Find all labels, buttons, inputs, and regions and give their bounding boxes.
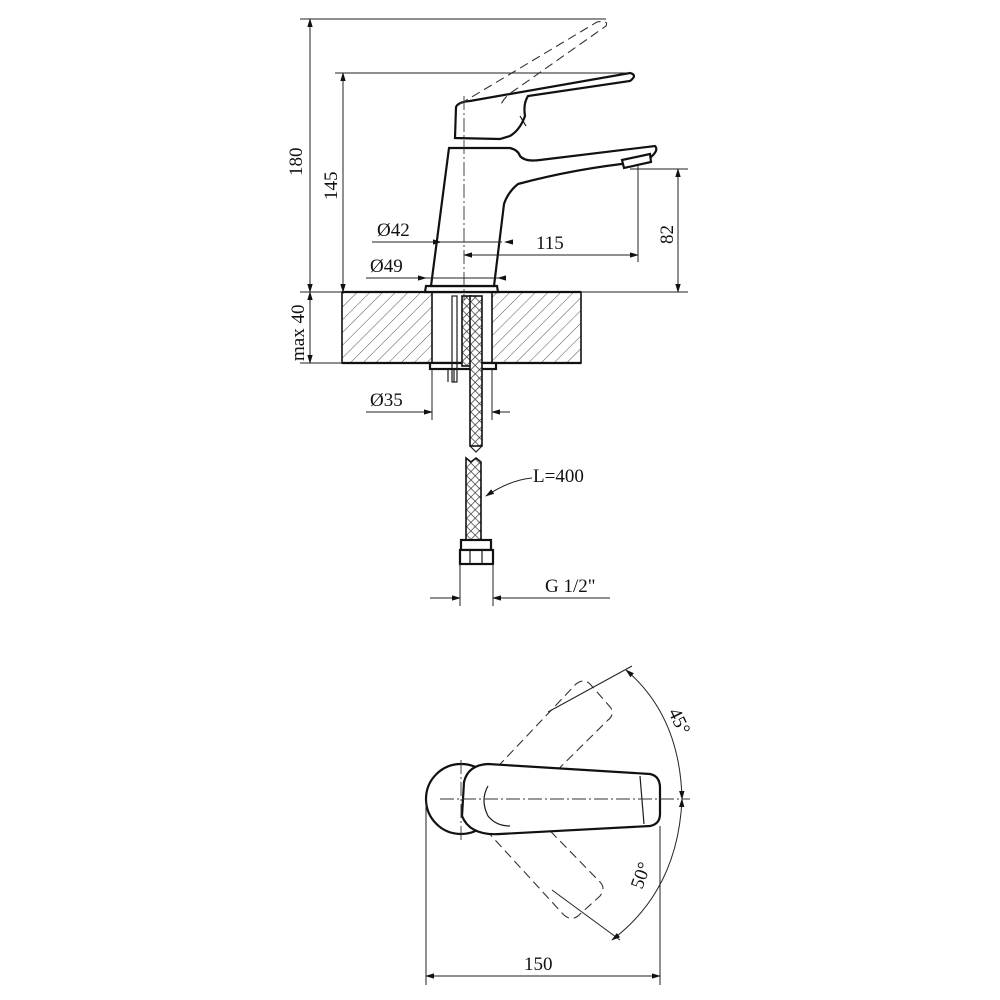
lever-rotated-up-dashed [487,680,613,813]
angle-rotate-label: 50° [627,860,656,892]
hole-diameter-label: Ø35 [370,390,403,411]
hose-length-label: L=400 [533,466,584,487]
dimension-deck-thickness: max 40 [288,291,342,364]
side-view: 180 145 Ø42 115 Ø49 [286,18,688,606]
spout-height-label: 82 [657,225,678,244]
hose-right [469,295,483,447]
dimension-thread: G 1/2" [430,564,610,606]
deck-thickness-label: max 40 [288,305,309,361]
diameter-top-label: Ø42 [377,220,410,241]
dimension-height-lever: 145 [321,72,626,293]
faucet-body [429,144,658,288]
height-total-label: 180 [286,148,307,177]
spout-reach-label: 115 [536,233,564,254]
dimension-overall-length: 150 [425,799,661,985]
lever-closed [453,71,636,141]
diameter-base-label: Ø49 [370,256,403,277]
hose-fitting [458,538,495,566]
faucet-base [423,284,500,294]
lever-rotated-down-dashed [485,799,604,919]
dimension-spout-reach: 115 [463,166,639,262]
lever-open-dashed [459,20,608,109]
height-lever-label: 145 [321,172,342,201]
dimension-spout-height: 82 [581,168,688,293]
overall-length-label: 150 [524,954,553,975]
dimension-height-total: 180 [286,18,606,293]
dimension-diameter-top: Ø42 [372,220,514,245]
spout-aerator [620,152,653,170]
thread-label: G 1/2" [545,576,596,597]
dimension-diameter-base: Ø49 [366,256,507,281]
top-view: 45° 50° 150 [424,665,695,985]
stud-bolt [451,295,458,383]
angle-open-label: 45° [664,705,695,738]
dimension-hole-diameter: Ø35 [366,369,510,420]
dimension-hose-length: L=400 [485,466,584,497]
